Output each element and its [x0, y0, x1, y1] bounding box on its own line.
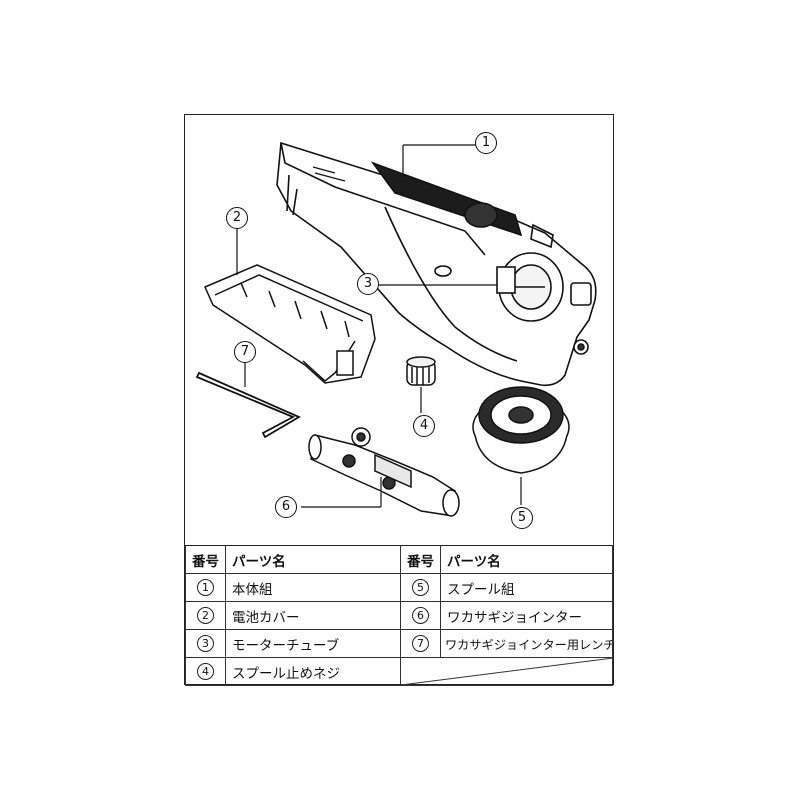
row-part-name: スプール組 — [440, 573, 613, 602]
row-part-name: 本体組 — [225, 573, 401, 602]
row-part-name: ワカサギジョインター用レンチ — [440, 629, 613, 658]
row-number: 7 — [400, 629, 441, 658]
row-number: 4 — [185, 657, 226, 686]
hex-wrench-illustration — [195, 371, 301, 439]
circled-number: 1 — [197, 579, 214, 596]
jointer-illustration — [308, 427, 460, 517]
circled-number: 7 — [412, 635, 429, 652]
row-number: 6 — [400, 601, 441, 630]
header-number-2: 番号 — [400, 545, 441, 574]
spool-stop-screw-illustration — [406, 356, 436, 386]
circled-number: 6 — [412, 607, 429, 624]
callout-5: 5 — [511, 507, 533, 529]
parts-table-header: 番号 パーツ名 番号 パーツ名 — [185, 545, 613, 574]
callout-7: 7 — [234, 341, 256, 363]
row-number: 1 — [185, 573, 226, 602]
circled-number: 4 — [197, 663, 214, 680]
main-body-illustration — [276, 141, 597, 387]
circled-number: 3 — [197, 635, 214, 652]
row-part-name: 電池カバー — [225, 601, 401, 630]
row-number: 2 — [185, 601, 226, 630]
table-row: 3 モーターチューブ 7 ワカサギジョインター用レンチ — [185, 629, 613, 658]
table-row: 4 スプール止めネジ — [185, 657, 613, 686]
row-part-name: ワカサギジョインター — [440, 601, 613, 630]
callout-4: 4 — [413, 415, 435, 437]
spool-assembly-illustration — [472, 386, 570, 474]
header-part-name: パーツ名 — [225, 545, 401, 574]
table-row: 1 本体組 5 スプール組 — [185, 573, 613, 602]
empty-cell-diagonal — [401, 658, 612, 685]
parts-diagram-frame: 1 2 3 7 4 6 5 番号 パーツ名 番号 パーツ名 1 本体組 5 スプ… — [184, 114, 614, 686]
callout-1: 1 — [475, 132, 497, 154]
row-part-name: スプール止めネジ — [225, 657, 401, 686]
row-number: 3 — [185, 629, 226, 658]
row-number: 5 — [400, 573, 441, 602]
parts-table: 番号 パーツ名 番号 パーツ名 1 本体組 5 スプール組 2 電池カバー 6 … — [185, 545, 613, 686]
callout-3: 3 — [357, 273, 379, 295]
circled-number: 2 — [197, 607, 214, 624]
callout-6: 6 — [275, 496, 297, 518]
header-part-name-2: パーツ名 — [440, 545, 613, 574]
empty-cell — [400, 657, 613, 686]
battery-cover-illustration — [204, 264, 376, 384]
row-part-name: モーターチューブ — [225, 629, 401, 658]
exploded-parts-illustration — [195, 141, 597, 517]
table-row: 2 電池カバー 6 ワカサギジョインター — [185, 601, 613, 630]
header-number: 番号 — [185, 545, 226, 574]
circled-number: 5 — [412, 579, 429, 596]
callout-2: 2 — [226, 207, 248, 229]
